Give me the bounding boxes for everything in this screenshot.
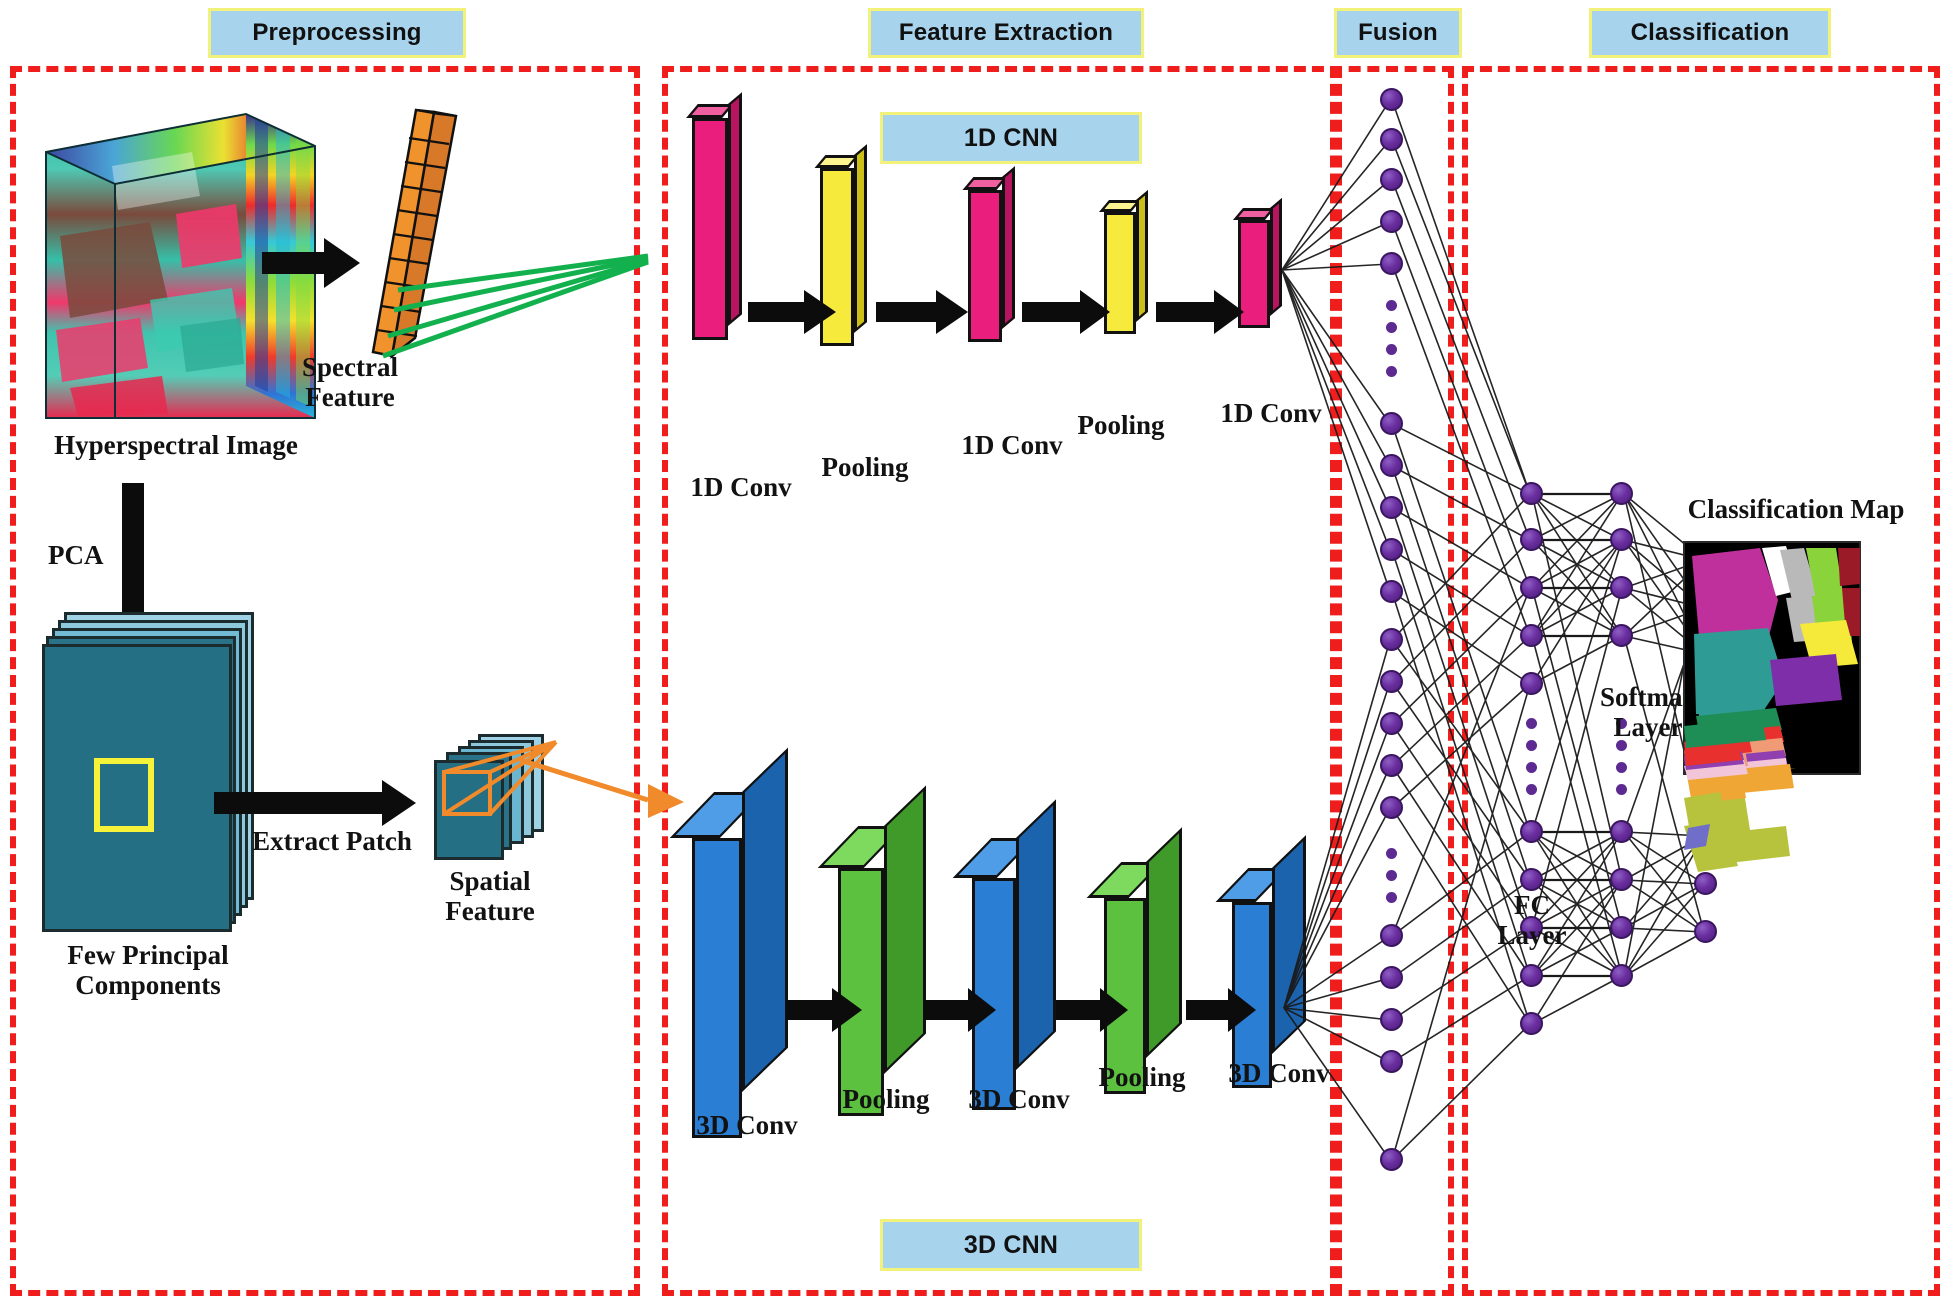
fusion-neuron [1380, 1050, 1403, 1073]
spatial-feature-label: Spatial Feature [445, 866, 535, 927]
fc-neuron [1610, 964, 1633, 987]
softmax-ellipsis-dot [1700, 742, 1711, 753]
layer-3d-pooling-1 [817, 785, 926, 1116]
fusion-ellipsis-dot [1386, 366, 1397, 377]
softmax-neuron [1694, 596, 1717, 619]
fusion-neuron [1380, 210, 1403, 233]
fc-neuron [1520, 482, 1543, 505]
few-principal-components-label: Few Principal Components [67, 940, 229, 1001]
stage-pill-preprocessing: Preprocessing [208, 8, 466, 58]
softmax-ellipsis-dot [1700, 766, 1711, 777]
stage-pill-fusion: Fusion [1334, 8, 1462, 58]
fc-neuron [1520, 1012, 1543, 1035]
layer-label-1d-pooling-2: Pooling [1077, 410, 1165, 440]
fc-neuron [1610, 868, 1633, 891]
fusion-neuron [1380, 796, 1403, 819]
hyperspectral-image-label: Hyperspectral Image [54, 430, 298, 460]
fusion-neuron [1380, 168, 1403, 191]
fc-neuron [1520, 868, 1543, 891]
fc-neuron [1520, 916, 1543, 939]
stage-pill-feature-extraction: Feature Extraction [868, 8, 1144, 58]
stage-box-preprocessing [10, 66, 640, 1296]
layer-label-1d-conv-3: 1D Conv [1220, 398, 1322, 428]
fc-ellipsis-dot [1526, 740, 1537, 751]
fc-ellipsis-dot [1616, 740, 1627, 751]
fc-neuron [1520, 672, 1543, 695]
fc-ellipsis-dot [1616, 762, 1627, 773]
fusion-ellipsis-dot [1386, 848, 1397, 859]
fusion-neuron [1380, 580, 1403, 603]
sub-pill-3d-cnn: 3D CNN [880, 1219, 1142, 1271]
layer-label-1d-conv-2: 1D Conv [961, 430, 1063, 460]
fc-neuron [1520, 820, 1543, 843]
fc-ellipsis-dot [1526, 784, 1537, 795]
spectral-feature-label: Spectral Feature [302, 352, 398, 413]
layer-label-3d-conv-3: 3D Conv [1228, 1058, 1330, 1088]
layer-label-3d-conv-1: 3D Conv [696, 1110, 798, 1140]
layer-3d-conv-2 [952, 799, 1056, 1110]
fc-neuron [1520, 964, 1543, 987]
fc-neuron [1610, 624, 1633, 647]
fc-neuron [1610, 820, 1633, 843]
fc-layer-label: FC Layer [1497, 890, 1567, 951]
fc-neuron [1610, 916, 1633, 939]
extract-patch-label: Extract Patch [252, 826, 412, 856]
fusion-neuron [1380, 754, 1403, 777]
layer-1d-conv-3 [1232, 197, 1282, 328]
layer-label-1d-conv-1: 1D Conv [690, 472, 792, 502]
layer-1d-conv-1 [686, 92, 742, 340]
fc-neuron [1520, 576, 1543, 599]
fusion-neuron [1380, 252, 1403, 275]
layer-1d-conv-2 [962, 166, 1015, 342]
fusion-ellipsis-dot [1386, 322, 1397, 333]
fusion-ellipsis-dot [1386, 892, 1397, 903]
fusion-ellipsis-dot [1386, 344, 1397, 355]
stage-pill-classification: Classification [1589, 8, 1831, 58]
layer-label-3d-conv-2: 3D Conv [968, 1084, 1070, 1114]
softmax-layer-label: Softmax Layer [1600, 682, 1696, 743]
spatial-feature-stack [432, 734, 552, 864]
fusion-ellipsis-dot [1386, 300, 1397, 311]
fusion-neuron [1380, 712, 1403, 735]
fc-neuron [1610, 528, 1633, 551]
fc-neuron [1520, 624, 1543, 647]
softmax-neuron [1694, 824, 1717, 847]
fusion-neuron [1380, 538, 1403, 561]
softmax-neuron [1694, 548, 1717, 571]
fc-ellipsis-dot [1616, 784, 1627, 795]
layer-label-3d-pooling-2: Pooling [1098, 1062, 1186, 1092]
layer-label-1d-pooling-1: Pooling [821, 452, 909, 482]
pca-label: PCA [48, 540, 104, 570]
fusion-neuron [1380, 454, 1403, 477]
fc-neuron [1610, 482, 1633, 505]
fc-neuron [1610, 576, 1633, 599]
fusion-neuron [1380, 1148, 1403, 1171]
layer-1d-pooling-2 [1098, 189, 1148, 334]
layer-label-3d-pooling-1: Pooling [842, 1084, 930, 1114]
fusion-neuron [1380, 628, 1403, 651]
fc-neuron [1520, 528, 1543, 551]
fusion-neuron [1380, 924, 1403, 947]
fusion-neuron [1380, 966, 1403, 989]
fc-ellipsis-dot [1526, 718, 1537, 729]
layer-1d-pooling-1 [814, 144, 867, 346]
fusion-ellipsis-dot [1386, 870, 1397, 881]
principal-components-stack [42, 612, 272, 932]
classification-map-label: Classification Map [1687, 494, 1905, 524]
fusion-neuron [1380, 412, 1403, 435]
fc-ellipsis-dot [1526, 762, 1537, 773]
fusion-neuron [1380, 128, 1403, 151]
softmax-neuron [1694, 642, 1717, 665]
sub-pill-1d-cnn: 1D CNN [880, 112, 1142, 164]
patch-selection-box [94, 758, 154, 832]
fc-ellipsis-dot [1616, 718, 1627, 729]
layer-3d-conv-1 [669, 747, 788, 1138]
fusion-neuron [1380, 1008, 1403, 1031]
fusion-neuron [1380, 88, 1403, 111]
fusion-neuron [1380, 496, 1403, 519]
softmax-neuron [1694, 872, 1717, 895]
softmax-neuron [1694, 920, 1717, 943]
fusion-neuron [1380, 670, 1403, 693]
